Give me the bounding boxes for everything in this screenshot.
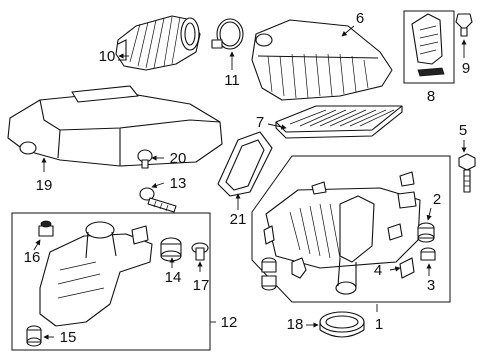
callout-21: 21 [230,211,247,228]
air-cleaner-housing-part[interactable] [263,171,421,295]
callout-9: 9 [462,60,470,77]
intake-duct-part[interactable] [115,15,201,71]
callout-3: 3 [427,277,435,294]
clip-part[interactable] [455,13,473,37]
bracket-detail-box [403,10,455,84]
collar-17-part[interactable] [191,242,209,261]
bolt-5-part[interactable] [458,153,476,193]
callout-4: 4 [374,262,382,279]
callout-19: 19 [36,177,53,194]
callout-14: 14 [165,269,182,286]
bracket-clip-part[interactable] [291,257,307,279]
grommet-2-part[interactable] [417,222,435,243]
callout-17: 17 [193,277,210,294]
clip-4-part[interactable] [399,257,415,279]
grommet-15-part[interactable] [26,325,42,347]
callout-15: 15 [60,329,77,346]
outlet-seal-part[interactable] [319,311,365,338]
grommet-left-part[interactable] [261,257,277,291]
housing-detail-box [251,155,451,303]
hose-clamp-part[interactable] [211,18,244,50]
callout-8: 8 [427,88,435,105]
callout-18: 18 [287,316,304,333]
callout-16: 16 [24,249,41,266]
callout-7: 7 [256,114,264,131]
callout-20: 20 [170,150,187,167]
seal-ring-part[interactable] [217,131,273,197]
grommet-14-part[interactable] [160,237,182,262]
grommet-16-part[interactable] [38,220,54,237]
bracket-part[interactable] [411,13,445,77]
lower-duct-detail-box [11,212,211,351]
callout-6: 6 [356,10,364,27]
callout-10: 10 [99,48,116,65]
callout-13: 13 [170,175,187,192]
bolt-13-part[interactable] [139,187,177,213]
callout-11: 11 [224,72,240,89]
air-filter-part[interactable] [275,105,403,139]
callout-12: 12 [221,314,238,331]
lower-duct-part[interactable] [39,221,153,327]
callout-5: 5 [459,122,467,139]
callout-1: 1 [375,316,383,333]
grommet-3-part[interactable] [420,247,436,261]
resonator-duct-part[interactable] [7,85,223,167]
air-cleaner-cover-part[interactable] [251,19,393,101]
callout-2: 2 [433,191,441,208]
